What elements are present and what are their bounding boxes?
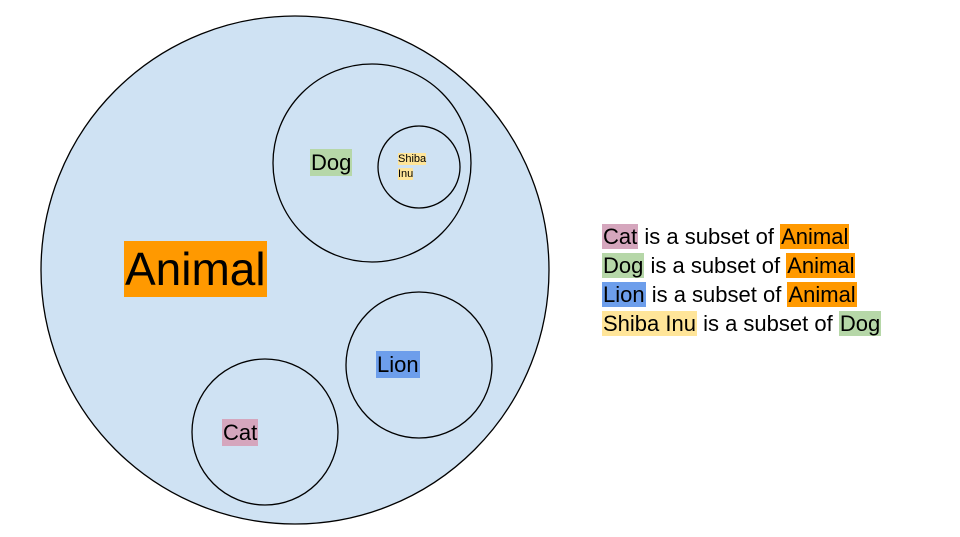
legend-superset: Dog (838, 311, 882, 336)
legend-relation: is a subset of (696, 311, 839, 336)
legend-relation: is a subset of (645, 282, 788, 307)
legend-superset: Animal (780, 224, 850, 249)
cat-label: Cat (222, 419, 259, 446)
dog-label: Dog (310, 149, 353, 176)
legend-superset: Animal (787, 282, 857, 307)
legend-superset: Animal (786, 253, 856, 278)
cat-circle (191, 358, 339, 506)
lion-label: Lion (376, 351, 420, 378)
legend-subject: Dog (602, 253, 645, 278)
lion-circle (345, 291, 493, 439)
shiba-inu-label-line2: Inu (398, 168, 414, 180)
legend-row-cat: Cat is a subset of Animal (602, 222, 881, 251)
shiba-inu-label: Shiba Inu (398, 152, 427, 182)
legend-row-shiba-inu: Shiba Inu is a subset of Dog (602, 309, 882, 338)
legend-subject: Shiba Inu (602, 311, 697, 336)
subset-legend: Cat is a subset of Animal Dog is a subse… (602, 222, 882, 338)
dog-circle (272, 63, 472, 263)
animal-circle (40, 15, 550, 525)
legend-row-dog: Dog is a subset of Animal (602, 251, 881, 280)
shiba-inu-label-line1: Shiba (398, 153, 427, 165)
legend-row-lion: Lion is a subset of Animal (602, 280, 881, 309)
legend-relation: is a subset of (644, 253, 787, 278)
legend-subject: Cat (602, 224, 639, 249)
legend-relation: is a subset of (638, 224, 781, 249)
shiba-inu-circle (377, 125, 461, 209)
animal-label: Animal (124, 241, 267, 297)
legend-subject: Lion (602, 282, 646, 307)
